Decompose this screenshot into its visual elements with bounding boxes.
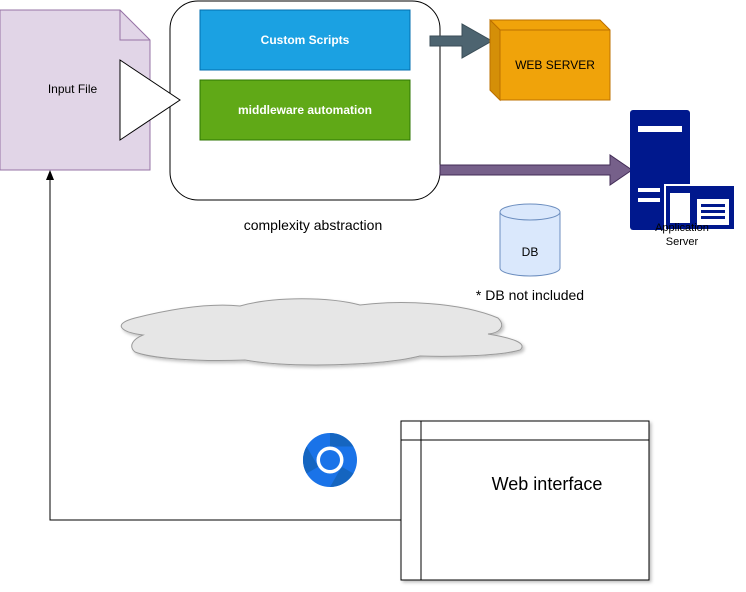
custom-scripts-box bbox=[199, 9, 411, 71]
middleware-automation-box bbox=[199, 79, 411, 141]
db-note-label: * DB not included bbox=[475, 287, 585, 303]
flow-triangle bbox=[119, 59, 181, 141]
web-interface-window bbox=[400, 420, 650, 581]
db-node bbox=[499, 203, 561, 277]
middleware-automation-label: middleware automation bbox=[237, 103, 373, 117]
custom-scripts-label: Custom Scripts bbox=[260, 33, 350, 47]
web-server-node bbox=[489, 18, 611, 102]
complexity-abstraction-label: complexity abstraction bbox=[243, 217, 383, 233]
web-interface-label: Web interface bbox=[491, 474, 603, 494]
chrome-icon bbox=[302, 433, 357, 487]
input-file-label: Input File bbox=[47, 82, 98, 96]
web-interface-to-input-connector bbox=[46, 170, 401, 521]
server-tower-icon bbox=[630, 110, 736, 231]
application-server-label: Application Server bbox=[655, 222, 709, 248]
db-label: DB bbox=[521, 245, 539, 259]
arrow-to-application-server bbox=[439, 154, 633, 186]
cloud-shape bbox=[120, 298, 523, 366]
arrow-to-web-server bbox=[429, 23, 494, 59]
web-server-label: WEB SERVER bbox=[515, 58, 595, 72]
